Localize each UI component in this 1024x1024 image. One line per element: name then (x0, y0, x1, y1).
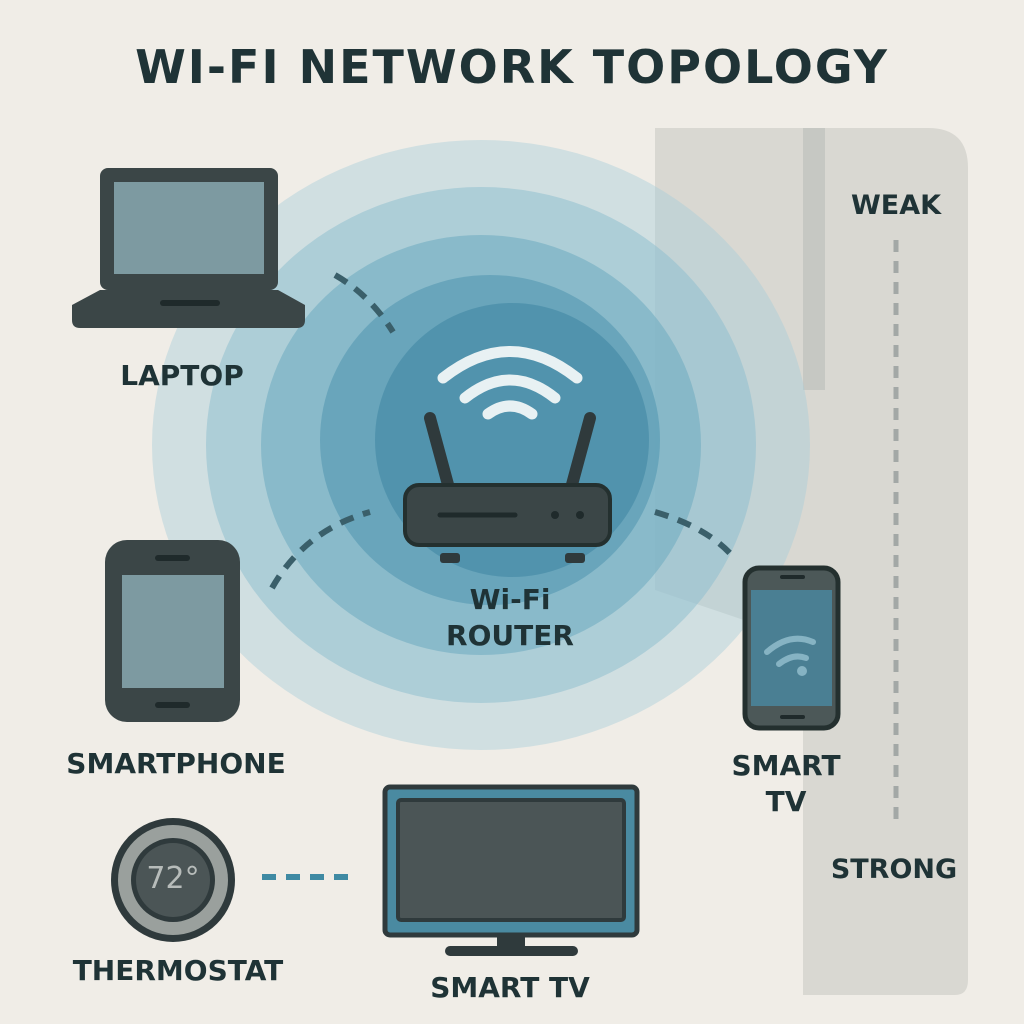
thermostat-icon (111, 818, 235, 942)
laptop-label: LAPTOP (120, 359, 244, 392)
phone-label-line1: SMART (731, 749, 841, 782)
tv-label: SMART TV (430, 971, 590, 1004)
phone-icon (742, 565, 841, 731)
connection-lines (262, 272, 739, 880)
phone-connection (654, 509, 739, 562)
laptop-connection (333, 272, 396, 334)
page-title: WI-FI NETWORK TOPOLOGY (135, 40, 889, 94)
wifi-signal-icon (437, 346, 583, 420)
signal-weak-label: WEAK (850, 190, 942, 221)
signal-strong-label: STRONG (830, 854, 958, 885)
laptop-icon (72, 168, 305, 328)
tv-icon (382, 784, 640, 956)
smartphone-label: SMARTPHONE (66, 747, 286, 780)
router-icon (403, 412, 612, 563)
thermostat-reading: 72° (146, 861, 200, 896)
router-label-line1: Wi-Fi (469, 583, 551, 616)
smartphone-icon (105, 540, 240, 722)
thermostat-label: THERMOSTAT (72, 954, 284, 987)
router-label-line2: ROUTER (446, 619, 574, 652)
phone-label-line2: TV (765, 785, 807, 818)
